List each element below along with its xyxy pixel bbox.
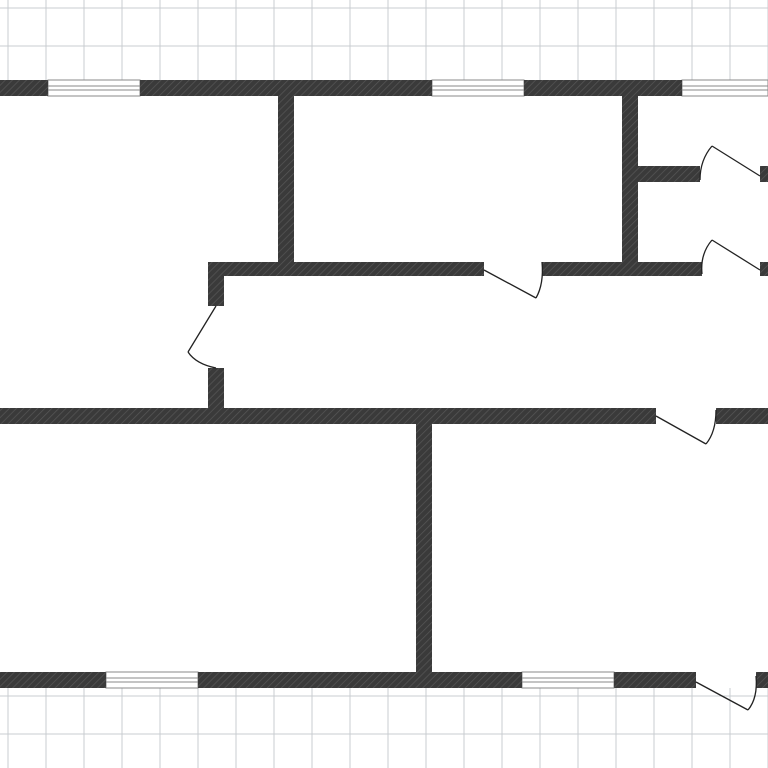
wall-v-top-right <box>622 96 638 262</box>
walls <box>0 80 768 688</box>
wall-top-c <box>524 80 682 96</box>
wall-bottom-d <box>756 672 768 688</box>
door-bottom-right-room[interactable] <box>655 409 717 445</box>
door-entrance[interactable] <box>695 675 757 711</box>
floor-area <box>0 88 768 680</box>
wall-bottom-c <box>614 672 696 688</box>
wall-bottom-b <box>198 672 522 688</box>
window-bottom-1[interactable] <box>105 671 199 689</box>
wall-hall-top-stub <box>760 262 768 276</box>
wall-top-b <box>140 80 432 96</box>
wall-bottom-a <box>0 672 106 688</box>
window-bottom-2[interactable] <box>521 671 615 689</box>
doors <box>187 145 761 711</box>
window-top-3[interactable] <box>681 79 768 97</box>
wall-v-bottom <box>416 424 432 672</box>
window-top-1[interactable] <box>47 79 141 97</box>
wall-hall-left-a <box>208 262 224 306</box>
wall-closet-stub <box>760 166 768 182</box>
windows <box>47 79 768 689</box>
door-hall-left[interactable] <box>187 305 217 369</box>
door-middle-room[interactable] <box>483 261 544 299</box>
wall-v-top-left <box>278 96 294 262</box>
wall-hall-left-b <box>208 368 224 410</box>
wall-closet-h <box>638 166 700 182</box>
door-closet-upper[interactable] <box>699 145 761 181</box>
door-closet-lower[interactable] <box>701 239 761 275</box>
wall-top-a <box>0 80 48 96</box>
grid-top <box>0 0 768 80</box>
wall-hall-top-a <box>208 262 484 276</box>
grid-bottom <box>0 688 768 768</box>
window-top-2[interactable] <box>431 79 525 97</box>
wall-hall-top-b <box>542 262 702 276</box>
wall-mid-a <box>0 408 656 424</box>
wall-mid-b <box>716 408 768 424</box>
